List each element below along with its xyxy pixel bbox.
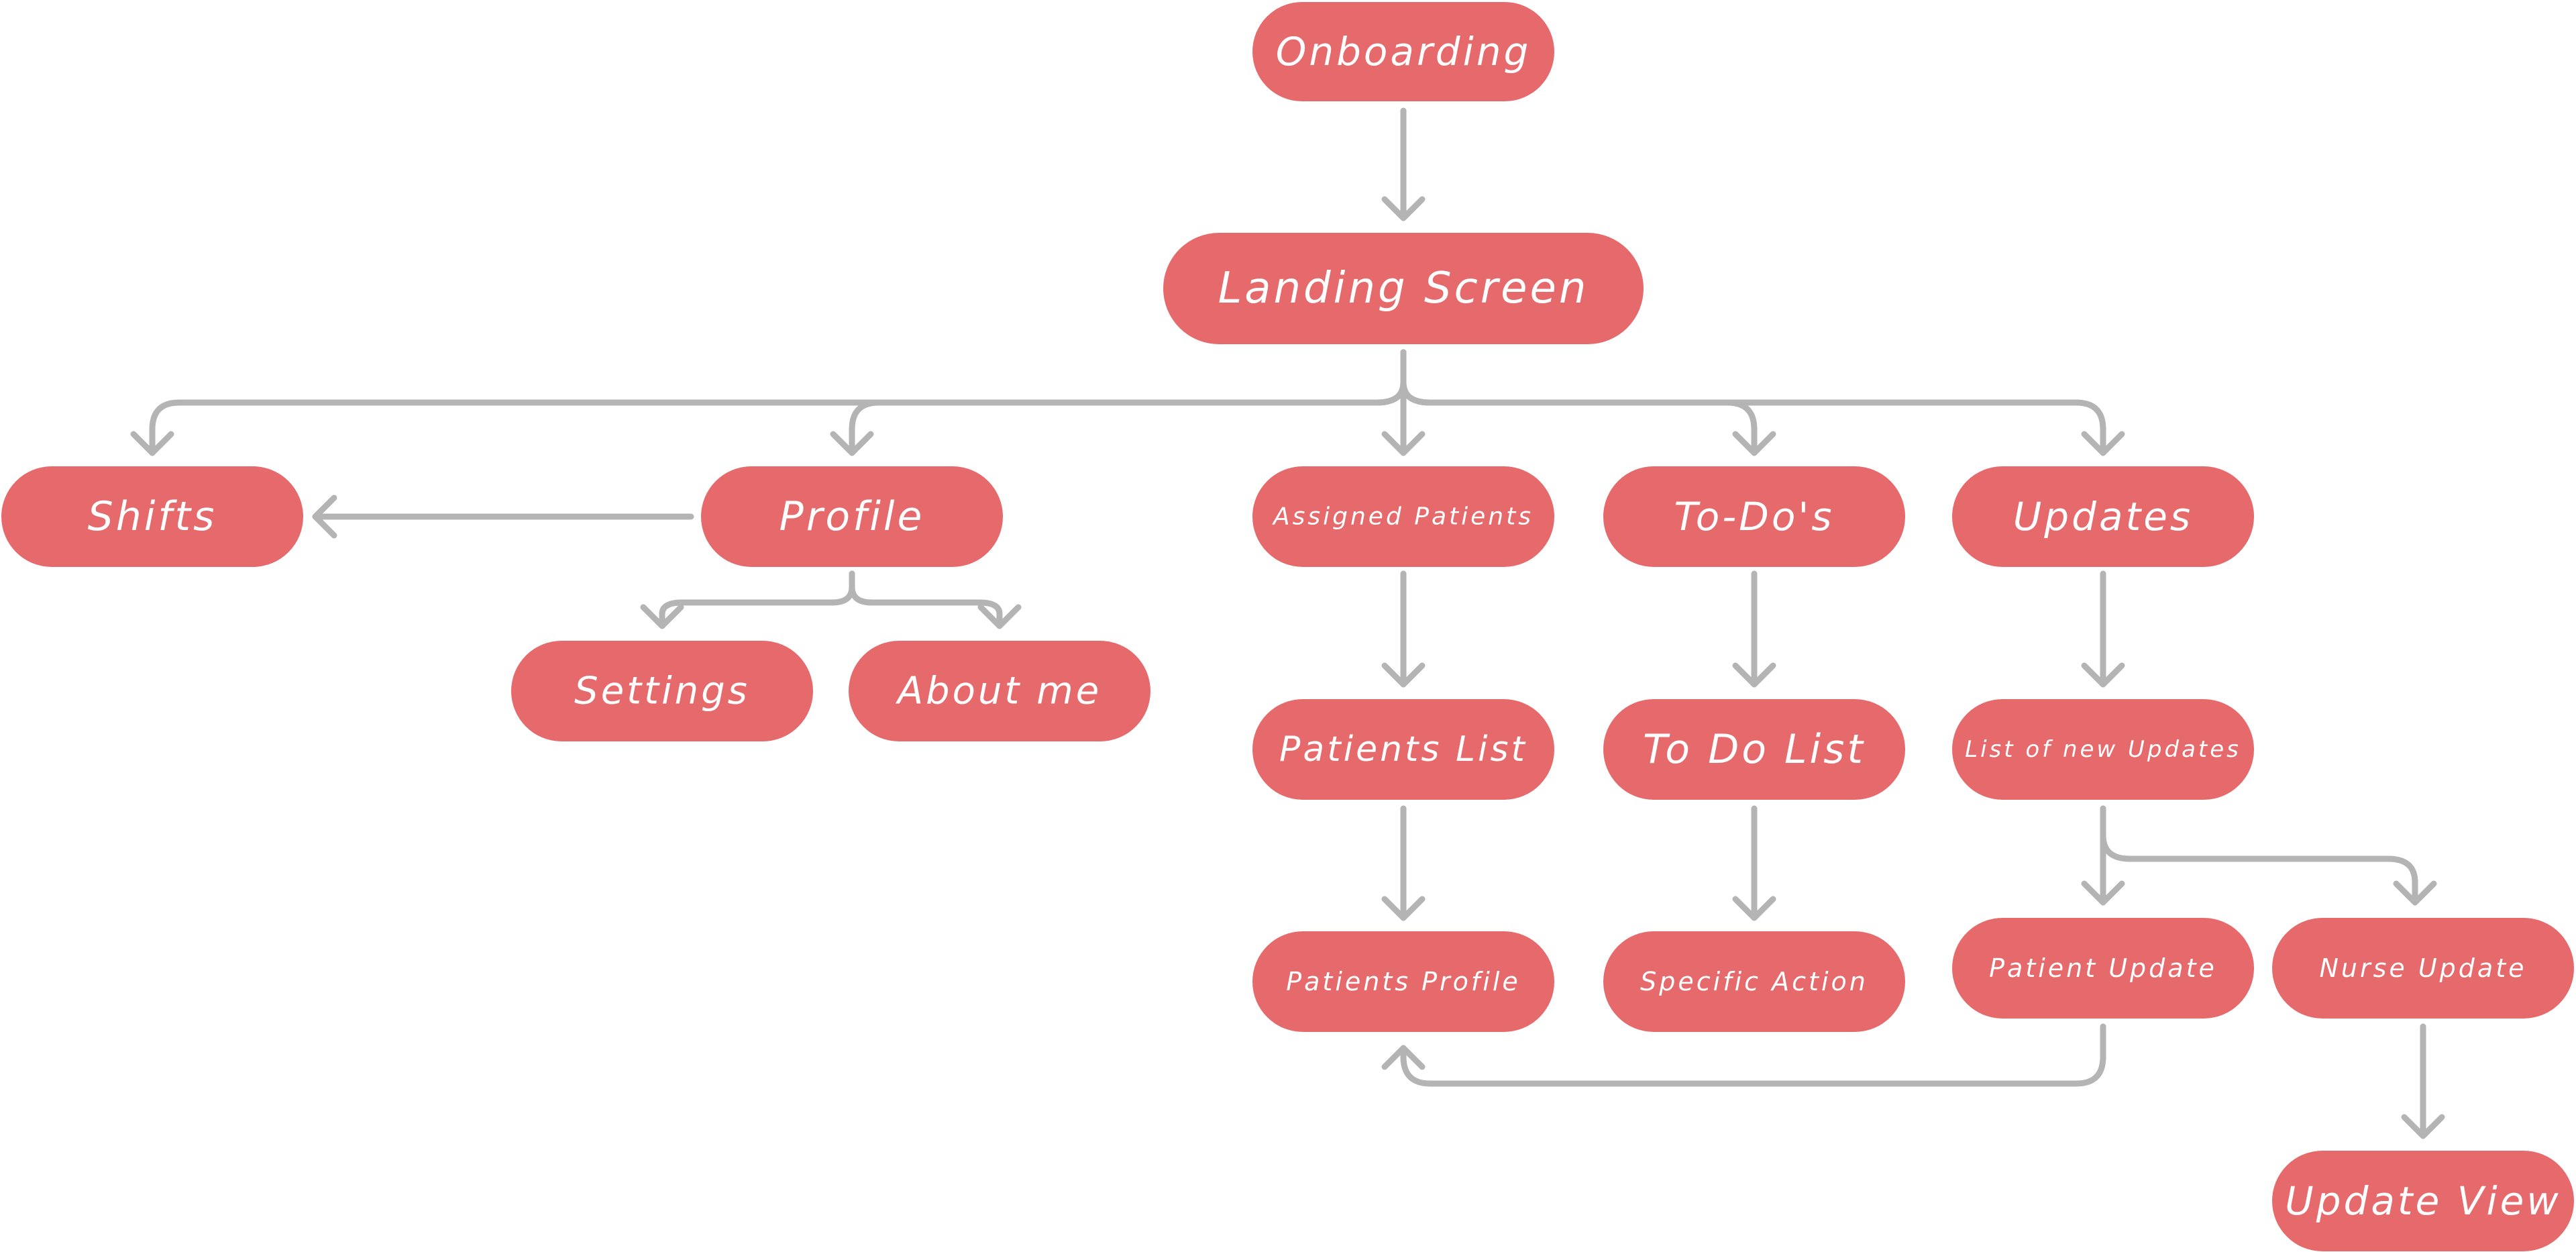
- connectors: [130, 107, 2445, 1139]
- connector-list-of-new-updates-to-nurse-update: [2100, 805, 2437, 906]
- connector-onboarding-to-landing-screen: [1381, 107, 1426, 221]
- node-about-me[interactable]: About me: [849, 641, 1150, 741]
- connector-patient-update-to-patients-profile: [1381, 1023, 2106, 1087]
- connector-patients-list-to-patients-profile: [1381, 805, 1426, 921]
- node-label: Specific Action: [1640, 967, 1868, 996]
- node-label: Updates: [2013, 494, 2193, 539]
- node-label: Landing Screen: [1218, 264, 1589, 313]
- node-update-view[interactable]: Update View: [2272, 1151, 2574, 1251]
- connector-updates-to-list-of-new-updates: [2081, 570, 2125, 688]
- connector-line: [849, 570, 1003, 629]
- node-to-dos[interactable]: To-Do's: [1603, 466, 1905, 567]
- node-label: Patients Profile: [1286, 967, 1521, 996]
- connector-profile-to-about-me: [849, 570, 1022, 629]
- node-box[interactable]: [2272, 1151, 2574, 1251]
- connector-line: [659, 570, 855, 629]
- node-label: About me: [896, 670, 1102, 713]
- arrow-head-icon: [1381, 662, 1426, 688]
- node-box[interactable]: [2272, 918, 2574, 1019]
- node-to-do-list[interactable]: To Do List: [1603, 699, 1905, 800]
- node-settings[interactable]: Settings: [511, 641, 813, 741]
- arrow-head-icon: [2081, 662, 2125, 688]
- node-box[interactable]: [1252, 699, 1554, 800]
- node-box[interactable]: [1603, 699, 1905, 800]
- node-specific-action[interactable]: Specific Action: [1603, 931, 1905, 1032]
- node-label: Onboarding: [1276, 29, 1532, 74]
- node-box[interactable]: [1, 466, 303, 567]
- connector-to-dos-to-to-do-list: [1732, 570, 1776, 688]
- node-landing-screen[interactable]: Landing Screen: [1163, 233, 1644, 344]
- connector-assigned-patients-to-patients-list: [1381, 570, 1426, 688]
- node-onboarding[interactable]: Onboarding: [1252, 2, 1554, 101]
- arrow-head-icon: [977, 604, 1022, 629]
- connector-line: [849, 349, 1407, 456]
- arrow-head-icon: [312, 494, 337, 539]
- arrow-head-icon: [1381, 1045, 1426, 1070]
- node-patient-update[interactable]: Patient Update: [1952, 918, 2254, 1019]
- connector-landing-screen-to-updates: [1400, 349, 2125, 456]
- node-list-of-new-updates[interactable]: List of new Updates: [1952, 699, 2254, 800]
- connector-profile-to-settings: [640, 570, 855, 629]
- arrow-head-icon: [1381, 196, 1426, 221]
- node-box[interactable]: [1952, 699, 2254, 800]
- arrow-head-icon: [1381, 896, 1426, 921]
- node-label: Patient Update: [1989, 953, 2217, 983]
- arrow-head-icon: [2393, 880, 2437, 906]
- node-shifts[interactable]: Shifts: [1, 466, 303, 567]
- node-nurse-update[interactable]: Nurse Update: [2272, 918, 2574, 1019]
- node-patients-list[interactable]: Patients List: [1252, 699, 1554, 800]
- node-box[interactable]: [1952, 466, 2254, 567]
- node-label: Settings: [574, 670, 750, 713]
- node-box[interactable]: [1252, 466, 1554, 567]
- connector-landing-screen-to-profile: [830, 349, 1407, 456]
- arrow-head-icon: [1381, 431, 1426, 456]
- node-patients-profile[interactable]: Patients Profile: [1252, 931, 1554, 1032]
- node-box[interactable]: [1252, 2, 1554, 101]
- node-assigned-patients[interactable]: Assigned Patients: [1252, 466, 1554, 567]
- connector-to-do-list-to-specific-action: [1732, 805, 1776, 921]
- node-label: Assigned Patients: [1272, 503, 1534, 531]
- connector-line: [1400, 349, 2106, 456]
- node-box[interactable]: [1603, 466, 1905, 567]
- node-label: Profile: [780, 493, 925, 540]
- node-box[interactable]: [849, 641, 1150, 741]
- arrow-head-icon: [2081, 431, 2125, 456]
- arrow-head-icon: [1732, 662, 1776, 688]
- arrow-head-icon: [2401, 1114, 2445, 1139]
- arrow-head-icon: [1732, 896, 1776, 921]
- node-label: List of new Updates: [1965, 736, 2241, 763]
- node-label: To-Do's: [1674, 494, 1835, 539]
- node-box[interactable]: [1603, 931, 1905, 1032]
- node-profile[interactable]: Profile: [701, 466, 1003, 567]
- connector-profile-to-shifts: [312, 494, 694, 539]
- node-label: Shifts: [88, 493, 217, 540]
- node-box[interactable]: [1952, 918, 2254, 1019]
- node-label: To Do List: [1643, 726, 1866, 773]
- node-label: Update View: [2285, 1178, 2561, 1224]
- arrow-head-icon: [640, 604, 684, 629]
- arrow-head-icon: [830, 431, 874, 456]
- connector-nurse-update-to-update-view: [2401, 1023, 2445, 1139]
- arrow-head-icon: [2081, 880, 2125, 906]
- arrow-head-icon: [1732, 431, 1776, 456]
- node-box[interactable]: [1252, 931, 1554, 1032]
- connector-line: [2100, 805, 2418, 906]
- node-label: Nurse Update: [2319, 953, 2526, 983]
- node-label: Patients List: [1279, 729, 1527, 770]
- node-box[interactable]: [511, 641, 813, 741]
- connector-line: [1400, 1023, 2106, 1087]
- node-box[interactable]: [701, 466, 1003, 567]
- arrow-head-icon: [130, 431, 174, 456]
- node-updates[interactable]: Updates: [1952, 466, 2254, 567]
- node-box[interactable]: [1163, 233, 1644, 344]
